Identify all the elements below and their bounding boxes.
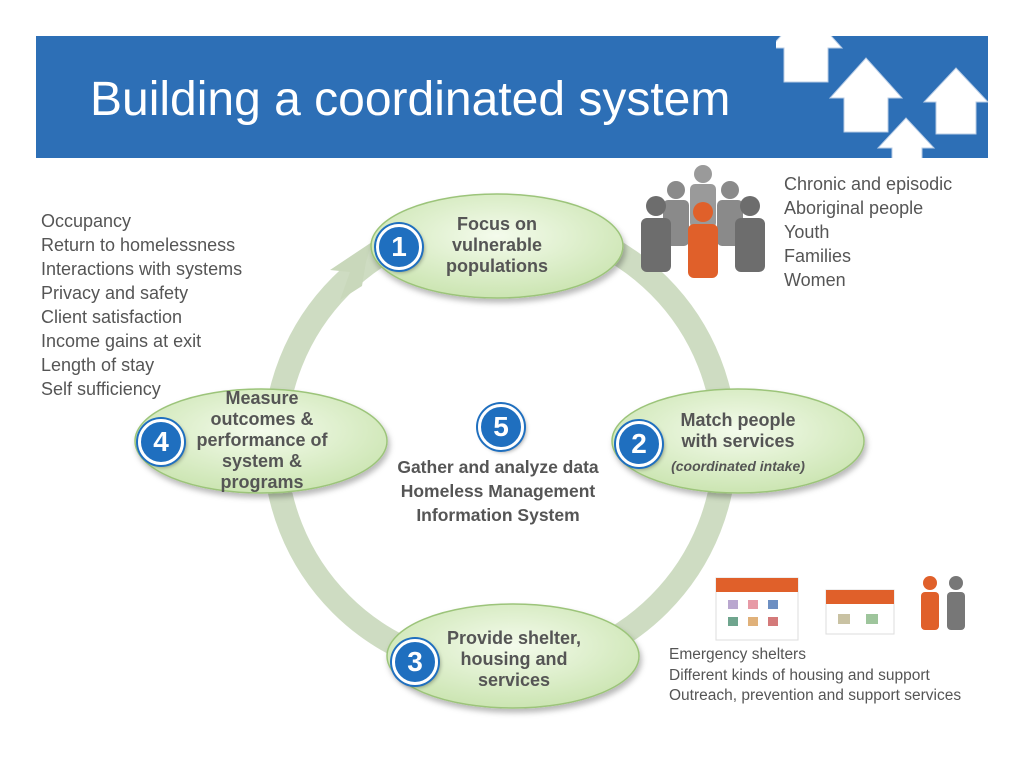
step-3-number: 3 [392, 639, 438, 685]
step-5-label: Gather and analyze data Homeless Managem… [397, 457, 599, 525]
outreach-people-icon [921, 576, 965, 630]
page-title: Building a coordinated system [90, 73, 731, 126]
step-2-number: 2 [616, 421, 662, 467]
step-3-label: Provide shelter, housing and services [446, 628, 582, 690]
populations-list: Chronic and episodic Aboriginal people Y… [784, 172, 952, 292]
outcomes-list: Occupancy Return to homelessness Interac… [41, 209, 242, 401]
list-item: Privacy and safety [41, 283, 189, 303]
cycle-arrow-icon [330, 242, 372, 300]
house-arrows-icon [776, 36, 988, 158]
list-item: Outreach, prevention and support service… [669, 687, 962, 704]
step-3-ellipse [386, 603, 640, 709]
list-item: Interactions with systems [41, 259, 243, 279]
services-list: Emergency shelters Different kinds of ho… [669, 645, 961, 707]
list-item: Chronic and episodic [784, 174, 953, 194]
step-1-ellipse [370, 193, 624, 299]
step-2-sublabel: (coordinated intake) [671, 458, 805, 474]
list-item: Self sufficiency [41, 379, 161, 399]
list-item: Return to homelessness [41, 235, 236, 255]
step-5-number: 5 [478, 404, 524, 450]
buildings-icon [715, 577, 895, 641]
list-item: Women [784, 270, 846, 290]
people-group-icon [641, 165, 765, 278]
step-4-number: 4 [138, 419, 184, 465]
list-item: Client satisfaction [41, 307, 183, 327]
list-item: Income gains at exit [41, 331, 202, 351]
list-item: Length of stay [41, 355, 155, 375]
step-1-number: 1 [376, 224, 422, 270]
list-item: Emergency shelters [669, 646, 806, 663]
title-banner: Building a coordinated system [36, 36, 988, 158]
list-item: Youth [784, 222, 830, 242]
step-2-ellipse [611, 388, 865, 494]
list-item: Aboriginal people [784, 198, 924, 218]
step-4-label: Measure outcomes & performance of system… [196, 388, 328, 492]
list-item: Different kinds of housing and support [669, 666, 930, 684]
step-2-label: Match people with services (coordinated … [660, 410, 816, 477]
list-item: Families [784, 246, 852, 266]
step-1-label: Focus on vulnerable populations [446, 214, 548, 276]
step-4-ellipse [134, 388, 388, 494]
list-item: Occupancy [41, 211, 132, 231]
